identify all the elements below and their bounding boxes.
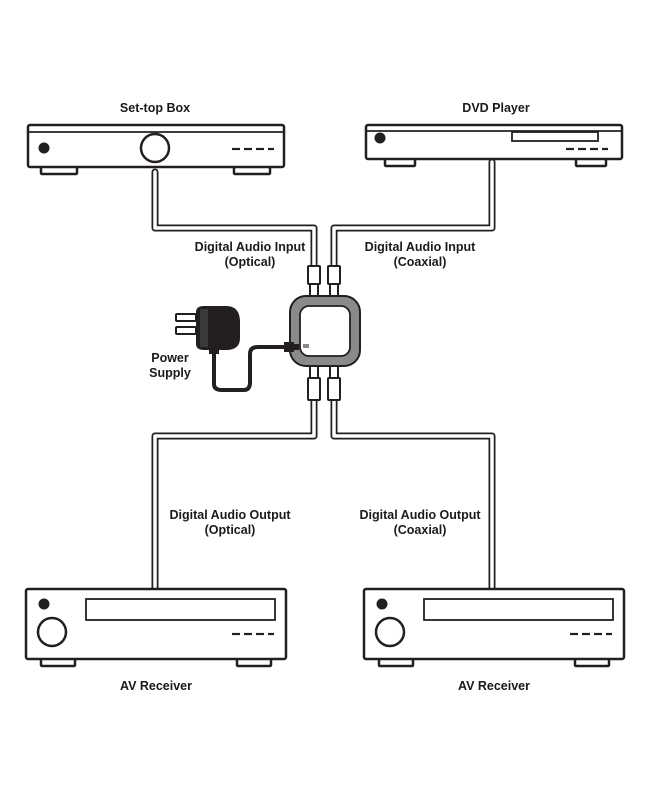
cables [151,158,496,596]
cable-dvd-to-hub [330,158,496,284]
cable-hub-to-left-receiver [151,394,318,596]
power-supply-line2: Supply [149,366,191,380]
av-receiver-right [362,587,626,668]
power-cord [212,344,288,392]
input-optical-label: Digital Audio Input (Optical) [180,240,320,270]
input-coaxial-line2: (Coaxial) [393,255,447,269]
power-supply-label: Power Supply [140,351,200,381]
power-supply-line1: Power [151,351,189,365]
input-optical-line1: Digital Audio Input [194,240,306,254]
cable-hub-to-right-receiver [330,394,496,596]
output-optical-label: Digital Audio Output (Optical) [160,508,300,538]
connector-input-optical [307,265,321,297]
connector-input-coaxial [327,265,341,297]
av-receiver-left-label: AV Receiver [119,679,193,693]
settop-box [26,123,286,176]
output-optical-line2: (Optical) [204,523,256,537]
input-coaxial-line1: Digital Audio Input [364,240,476,254]
connector-output-optical [307,365,321,401]
dvd-player-label: DVD Player [462,101,530,115]
output-coaxial-line1: Digital Audio Output [359,508,481,522]
settop-box-label: Set-top Box [119,101,191,115]
input-optical-line2: (Optical) [224,255,276,269]
converter-hub [284,265,361,401]
output-coaxial-line2: (Coaxial) [393,523,447,537]
output-coaxial-label: Digital Audio Output (Coaxial) [350,508,490,538]
av-receiver-right-label: AV Receiver [457,679,531,693]
output-optical-line1: Digital Audio Output [169,508,291,522]
av-receiver-left [24,587,288,668]
connector-output-coaxial [327,365,341,401]
input-coaxial-label: Digital Audio Input (Coaxial) [350,240,490,270]
cable-settop-to-hub [151,168,318,284]
dvd-player [364,123,624,168]
power-adapter [175,306,240,354]
